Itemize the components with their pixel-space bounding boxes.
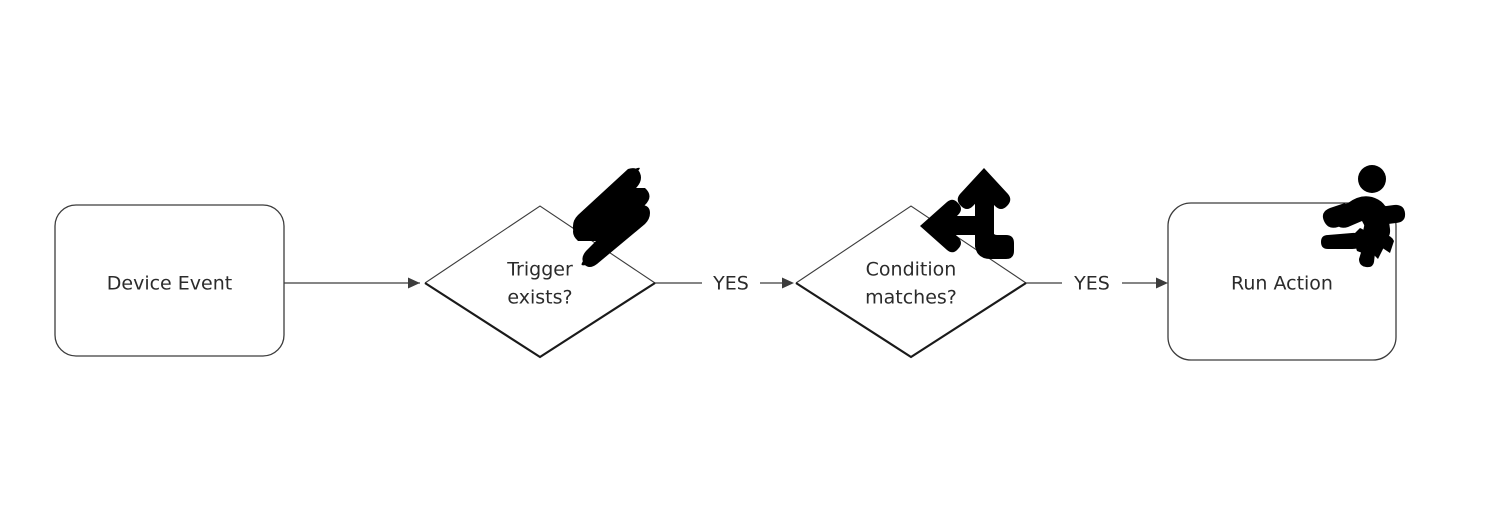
trigger-diamond-lower-edges (424, 282, 656, 359)
lightning-bolt-icon (572, 167, 650, 267)
edge-label-yes-2: YES (1073, 273, 1110, 295)
branch-arrow-icon (920, 168, 1014, 259)
trigger-diamond-upper-edges (424, 205, 656, 284)
edge-label-yes-1: YES (712, 273, 749, 295)
run-action-label: Run Action (1231, 273, 1333, 295)
arrowhead-icon (782, 277, 794, 289)
arrowhead-icon (1156, 277, 1168, 289)
node-trigger-exists[interactable]: Trigger exists? (424, 205, 656, 359)
condition-label-line-1: Condition (866, 259, 957, 281)
device-event-label: Device Event (107, 273, 232, 295)
condition-label-line-2: matches? (865, 287, 957, 309)
edge-condition-to-run-action: YES (1026, 273, 1168, 295)
condition-diamond-lower-edges (795, 282, 1027, 359)
running-person-icon (1321, 165, 1406, 268)
trigger-label-line-1: Trigger (506, 259, 573, 281)
edge-trigger-to-condition: YES (655, 273, 794, 295)
arrowhead-icon (408, 277, 420, 289)
trigger-label-line-2: exists? (507, 287, 572, 309)
device-event-shape (54, 204, 285, 357)
node-condition-matches[interactable]: Condition matches? (795, 205, 1027, 359)
node-device-event[interactable]: Device Event (54, 204, 285, 357)
edge-device-event-to-trigger (284, 277, 420, 289)
node-run-action[interactable]: Run Action (1167, 202, 1397, 361)
